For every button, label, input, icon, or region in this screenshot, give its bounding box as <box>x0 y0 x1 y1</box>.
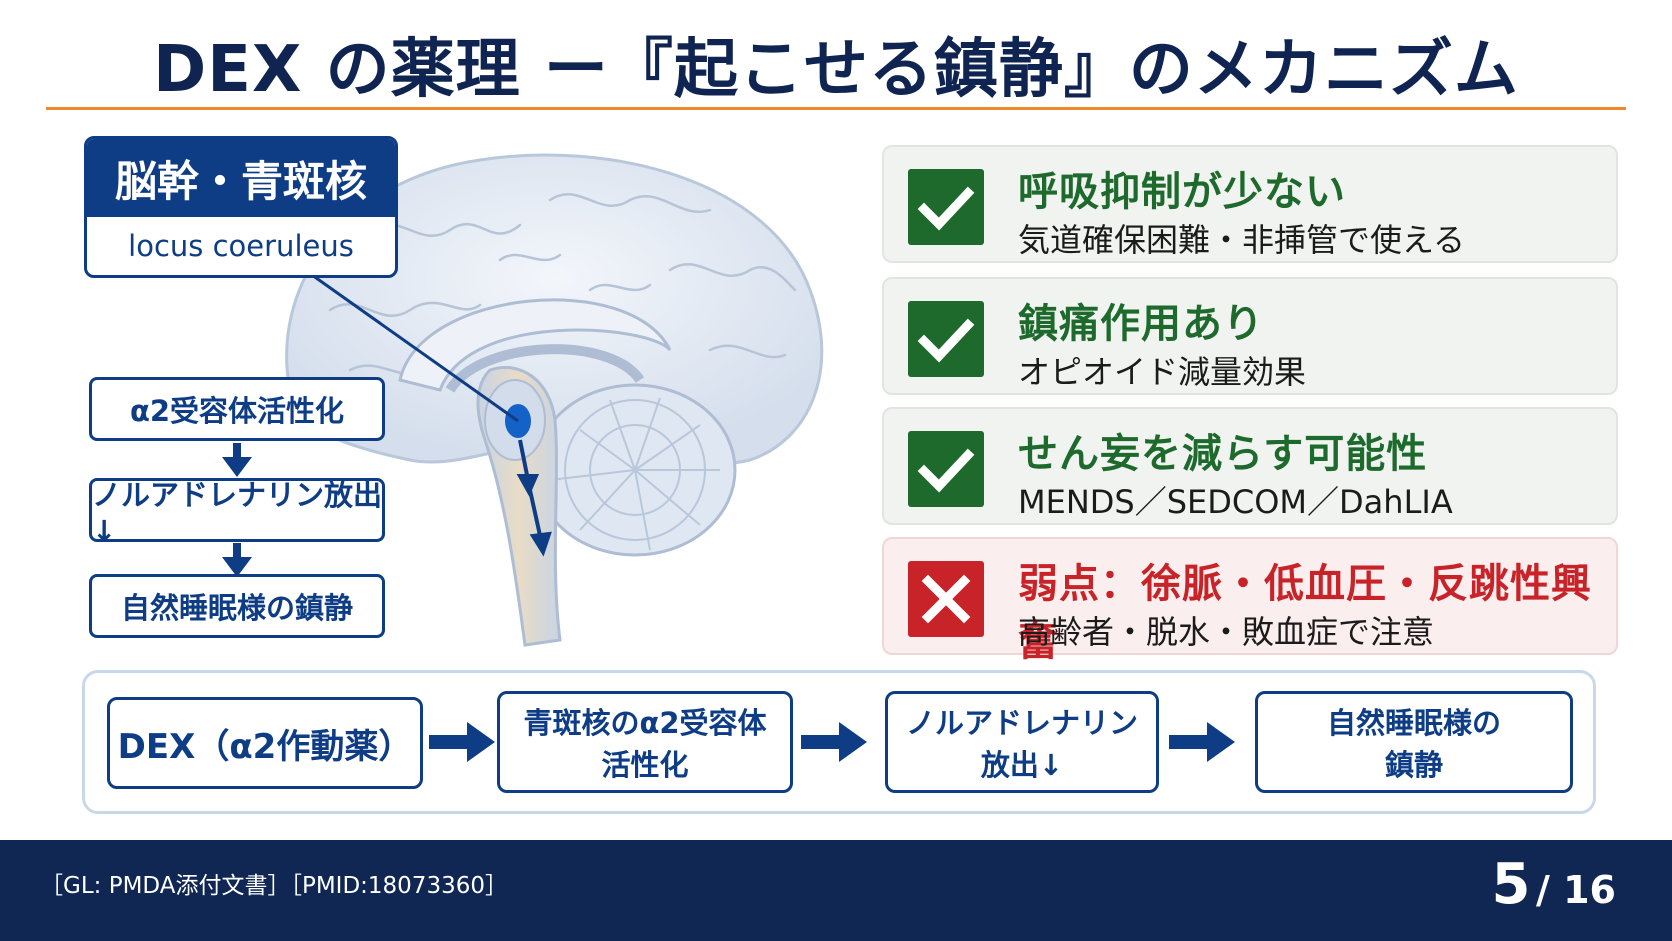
cross-icon <box>908 561 984 637</box>
locus-label: 脳幹・青斑核 locus coeruleus <box>84 136 398 278</box>
mechanism-flow: DEX（α2作動薬） 青斑核のα2受容体 活性化 ノルアドレナリン 放出↓ 自然… <box>82 670 1596 814</box>
locus-latin: locus coeruleus <box>128 229 354 263</box>
flow-step-2: 青斑核のα2受容体 活性化 <box>497 691 793 793</box>
right-arrow-icon <box>801 722 867 762</box>
card-analgesia: 鎮痛作用あり オピオイド減量効果 <box>882 277 1618 395</box>
title-underline <box>46 107 1626 110</box>
card-subtitle: オピオイド減量効果 <box>1018 353 1307 391</box>
card-delirium: せん妄を減らす可能性 MENDS／SEDCOM／DahLIA <box>882 407 1618 525</box>
references: ［GL: PMDA添付文書］［PMID:18073360］ <box>40 873 508 899</box>
left-step-1: α2受容体活性化 <box>89 377 385 441</box>
flow-step-text: DEX（α2作動薬） <box>117 726 413 767</box>
card-title: せん妄を減らす可能性 <box>1018 431 1428 477</box>
brain-illustration <box>250 140 870 660</box>
flow-step-text: 活性化 <box>601 748 689 782</box>
page-current: 5 <box>1491 852 1531 917</box>
card-title: 鎮痛作用あり <box>1018 301 1264 347</box>
locus-heading: 脳幹・青斑核 <box>87 139 395 217</box>
card-respiratory: 呼吸抑制が少ない 気道確保困難・非挿管で使える <box>882 145 1618 263</box>
card-weakness: 弱点：徐脈・低血圧・反跳性興奮 高齢者・脱水・敗血症で注意 <box>882 537 1618 665</box>
flow-step-3: ノルアドレナリン 放出↓ <box>885 691 1159 793</box>
slide-title: DEX の薬理 ー『起こせる鎮静』のメカニズム <box>153 33 1519 107</box>
flow-step-1: DEX（α2作動薬） <box>107 697 423 789</box>
footer-bar: ［GL: PMDA添付文書］［PMID:18073360］ 5 / 16 <box>0 840 1672 941</box>
check-icon <box>908 169 984 245</box>
card-subtitle: 気道確保困難・非挿管で使える <box>1018 221 1466 259</box>
flow-step-text: 青斑核のα2受容体 <box>523 706 767 740</box>
card-subtitle: 高齢者・脱水・敗血症で注意 <box>1018 613 1435 651</box>
flow-step-text: ノルアドレナリン <box>905 706 1138 740</box>
flow-step-text: 鎮静 <box>1384 748 1443 782</box>
page-total: / 16 <box>1536 868 1616 912</box>
left-step-3: 自然睡眠様の鎮静 <box>89 574 385 638</box>
flow-step-text: 自然睡眠様の <box>1326 706 1501 740</box>
down-arrow-icon <box>222 543 252 577</box>
right-arrow-icon <box>1169 722 1235 762</box>
check-icon <box>908 431 984 507</box>
right-arrow-icon <box>429 722 495 762</box>
left-step-2: ノルアドレナリン放出↓ <box>89 478 385 548</box>
card-subtitle: MENDS／SEDCOM／DahLIA <box>1018 483 1453 521</box>
flow-step-text: 放出↓ <box>980 748 1064 782</box>
card-title: 呼吸抑制が少ない <box>1018 169 1346 215</box>
page-indicator: 5 / 16 <box>1491 852 1616 917</box>
down-arrow-icon <box>222 443 252 477</box>
check-icon <box>908 301 984 377</box>
card-title: 弱点：徐脈・低血圧・反跳性興奮 <box>1018 561 1592 665</box>
flow-step-4: 自然睡眠様の 鎮静 <box>1255 691 1573 793</box>
